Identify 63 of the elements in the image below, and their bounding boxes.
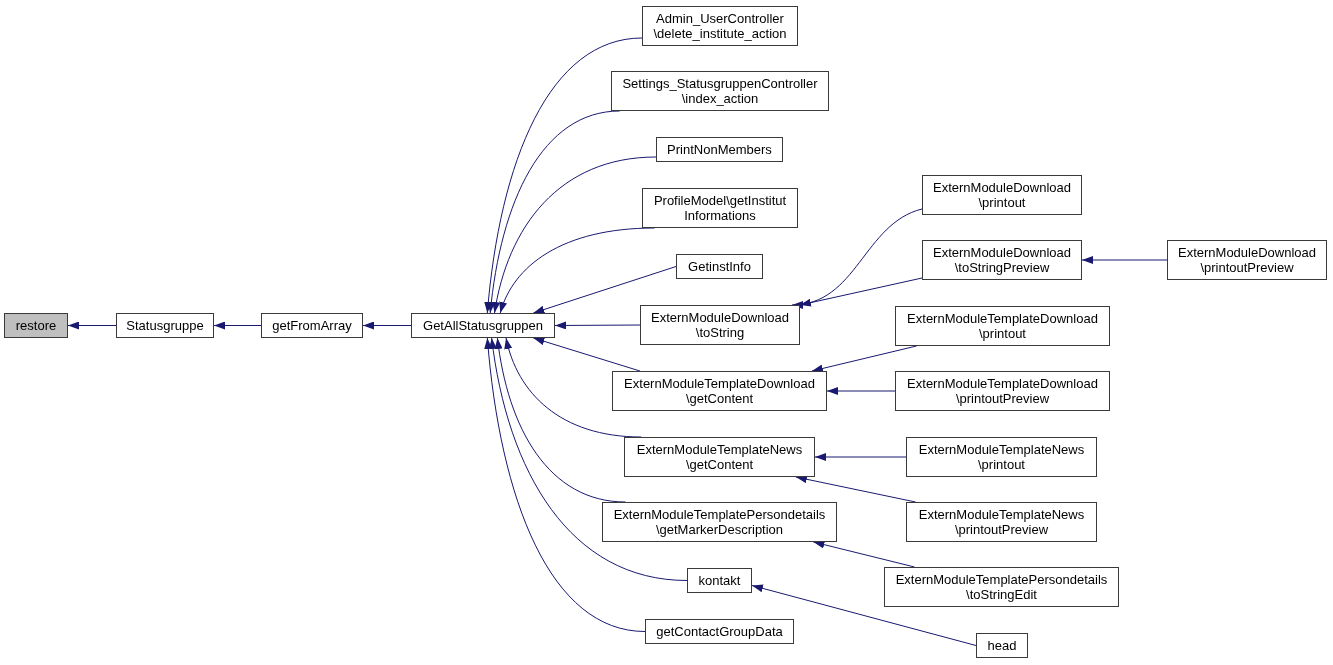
function-node (611, 71, 829, 111)
function-node (624, 437, 815, 477)
function-name: getContactGroupData (656, 624, 783, 639)
function-name: getFromArray (272, 318, 352, 333)
call-arrow (811, 345, 917, 373)
function-name: head (987, 638, 1017, 653)
function-name: GetAllStatusgruppen (423, 318, 543, 333)
function-node (922, 175, 1082, 215)
function-name: PrintNonMembers (667, 142, 772, 157)
function-name: Settings_StatusgruppenController \index_action (621, 76, 819, 106)
function-node (906, 502, 1097, 542)
call-arrow (484, 37, 643, 314)
function-name: ExternModuleTemplateDownload \getContent (623, 376, 816, 406)
call-arrow (554, 321, 641, 330)
call-arrow (213, 321, 262, 330)
function-name: ExternModuleDownload \toStringPreview (932, 245, 1072, 275)
function-node (895, 371, 1110, 411)
function-node (642, 188, 798, 228)
highlighted-function-node (4, 313, 68, 338)
call-arrow (1081, 256, 1168, 264)
function-node (411, 313, 555, 338)
function-node (602, 502, 837, 542)
function-name: Statusgruppe (126, 318, 204, 333)
call-arrow (362, 321, 412, 330)
function-node (612, 371, 827, 411)
call-arrow (814, 453, 907, 461)
call-arrow (532, 337, 641, 372)
function-node (976, 633, 1028, 658)
function-name: ExternModuleTemplateDownload \printoutPreview (906, 376, 1099, 406)
function-node (895, 306, 1110, 346)
function-name: ExternModuleTemplatePersondetails \getMarkerDescription (612, 507, 827, 537)
function-node (906, 437, 1097, 477)
function-node (656, 137, 783, 162)
function-name: ExternModuleTemplateNews \printoutPreview (917, 507, 1086, 537)
function-node (1167, 240, 1327, 280)
function-name: ExternModuleTemplateNews \getContent (635, 442, 804, 472)
function-name: ExternModuleDownload \printoutPreview (1177, 245, 1317, 275)
function-name: Admin_UserController \delete_institute_action (652, 11, 788, 41)
call-arrow (489, 337, 688, 581)
function-node (640, 305, 800, 345)
call-arrow (826, 387, 896, 395)
function-node (884, 567, 1119, 607)
function-node (261, 313, 363, 338)
function-name: ExternModuleTemplateDownload \printout (906, 311, 1099, 341)
function-name: ExternModuleTemplatePersondetails \toStringEdit (894, 572, 1109, 602)
function-node (687, 568, 752, 593)
call-arrow (492, 156, 657, 314)
function-name: kontakt (698, 573, 741, 588)
function-name: restore (15, 318, 57, 333)
function-node (642, 6, 798, 46)
function-node (676, 254, 763, 279)
function-name: ExternModuleDownload \printout (932, 180, 1072, 210)
call-arrow (532, 266, 677, 314)
function-node (116, 313, 214, 338)
function-node (645, 619, 794, 644)
function-name: ExternModuleTemplateNews \printout (917, 442, 1086, 472)
call-arrow (751, 584, 977, 646)
call-arrow (67, 321, 117, 330)
function-node (922, 240, 1082, 280)
call-arrow (484, 337, 646, 632)
function-name: ExternModuleDownload \toString (650, 310, 790, 340)
function-name: ProfileModel\getInstitut Informations (652, 193, 788, 223)
function-name: GetinstInfo (688, 259, 751, 274)
